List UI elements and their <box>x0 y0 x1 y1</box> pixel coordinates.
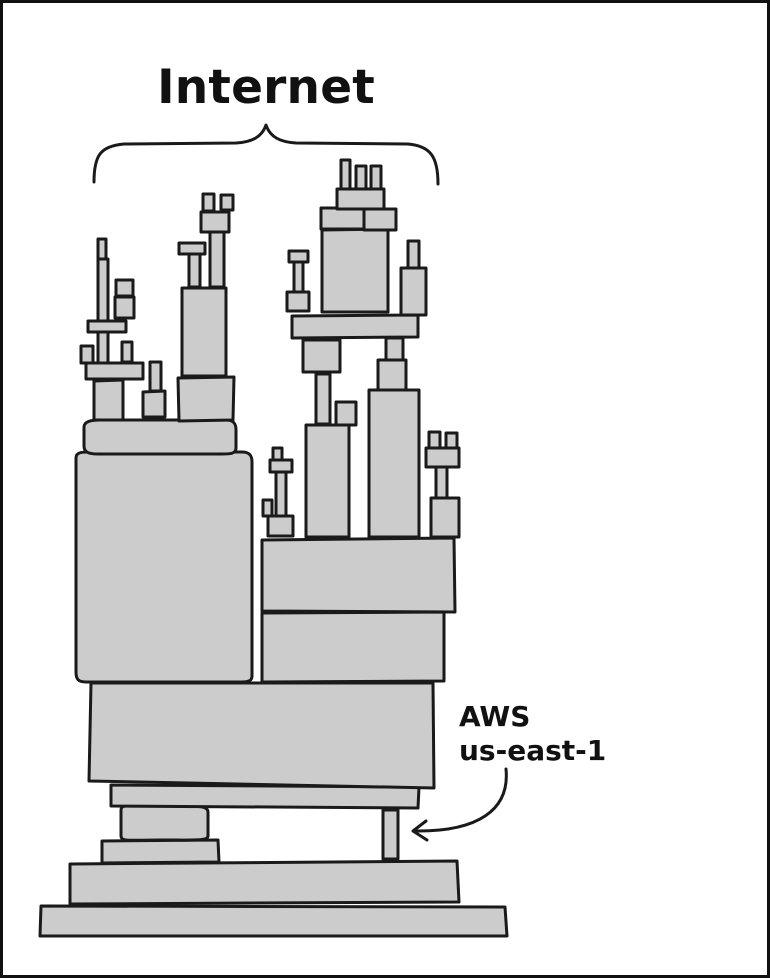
far-right-knob-b <box>444 431 459 450</box>
left-center-knob-a <box>201 192 216 213</box>
right-small-base <box>266 514 295 538</box>
left-rounded-cap <box>82 418 238 456</box>
left-antenna-shelf <box>84 361 145 381</box>
left-antenna-shaft <box>96 257 110 365</box>
right-small-cap <box>268 458 294 474</box>
left-antenna-peg-b <box>120 340 134 364</box>
right-tower-box <box>320 227 390 314</box>
right-mid-tall-a <box>304 423 351 539</box>
right-mid-cap-b <box>376 358 408 392</box>
curly-brace <box>92 123 440 186</box>
left-antenna-bar <box>86 319 128 334</box>
aws-label-line-2: us-east-1 <box>459 734 607 767</box>
right-tower-side-peg <box>287 249 310 264</box>
aws-label-line-1: AWS <box>459 700 531 733</box>
right-tower-right-peg <box>406 239 421 270</box>
right-small-peg <box>261 498 274 518</box>
internet-title: Internet <box>157 60 375 115</box>
right-mid-knob <box>301 338 342 374</box>
base-small-platform <box>100 838 221 865</box>
left-center-cap <box>199 210 231 234</box>
left-peg-b <box>148 360 163 393</box>
right-tower-right-block <box>399 266 428 317</box>
far-right-shaft <box>434 465 449 500</box>
right-tower-top <box>335 187 386 211</box>
right-small-shaft <box>274 470 288 518</box>
right-mid-small-a <box>334 400 358 427</box>
left-tall-block <box>74 450 254 684</box>
mid-thin-slab <box>109 783 421 810</box>
left-small-block-a <box>92 378 125 422</box>
right-tower-knob-a <box>339 158 352 191</box>
aws-us-east-1-peg <box>381 808 400 861</box>
mid-large-block <box>87 681 436 790</box>
right-tower-knob-b <box>354 164 368 191</box>
left-small-block-b <box>141 389 167 419</box>
left-antenna-tip <box>96 237 108 261</box>
far-right-knob-a <box>427 430 442 450</box>
left-center-thin-b <box>208 229 226 289</box>
right-small-knob <box>271 446 284 462</box>
right-tower-shelf <box>290 313 420 340</box>
arrow-icon <box>411 767 508 842</box>
left-center-tall <box>180 286 228 378</box>
right-mid-tall-b <box>367 388 421 539</box>
far-right-base <box>429 496 461 539</box>
right-tower-knob-c <box>369 164 383 191</box>
right-mid-shaft <box>314 372 332 426</box>
right-tower-side-shaft <box>292 260 305 294</box>
right-lower-block <box>260 610 446 684</box>
right-tower-side-base <box>285 290 311 313</box>
right-mid-peg-a <box>384 336 405 362</box>
left-antenna-peg <box>79 344 95 365</box>
left-center-crossbar <box>177 241 207 256</box>
aws-region-label: AWS us-east-1 <box>459 700 689 768</box>
left-center-thin-a <box>187 252 202 289</box>
left-antenna-knob-b <box>113 295 136 320</box>
far-right-cap <box>424 446 461 469</box>
right-upper-block <box>260 536 457 614</box>
base-platform-second <box>68 859 461 906</box>
left-center-knob-b <box>219 193 235 212</box>
left-center-block <box>176 375 236 423</box>
base-platform-bottom <box>38 904 509 938</box>
left-antenna-knob-a <box>114 278 135 298</box>
right-tower-cap-a <box>319 206 366 231</box>
base-rounded-block <box>119 804 210 842</box>
right-tower-cap-b <box>362 207 398 232</box>
